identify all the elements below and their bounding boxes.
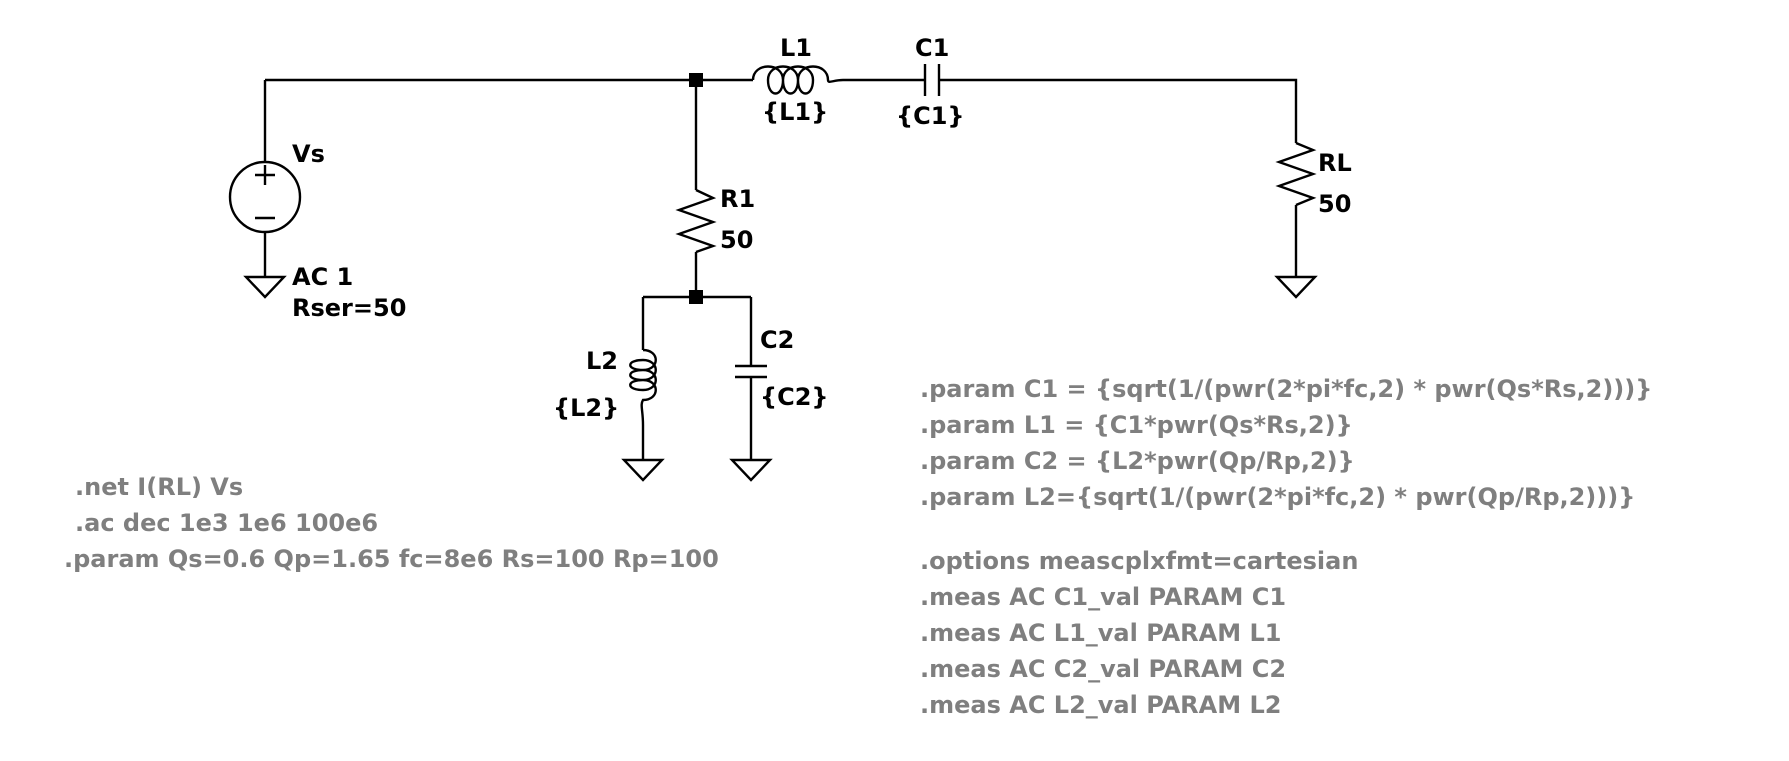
wires bbox=[263, 78, 1298, 460]
ground-icon bbox=[1274, 275, 1318, 299]
directive-line[interactable]: .options meascplxfmt=cartesian bbox=[920, 547, 1358, 575]
directive-line[interactable]: .meas AC L1_val PARAM L1 bbox=[920, 619, 1281, 647]
directive-line[interactable]: .param Qs=0.6 Qp=1.65 fc=8e6 Rs=100 Rp=1… bbox=[64, 545, 719, 573]
wire-top-right[interactable] bbox=[939, 78, 1298, 143]
c2-value-label: {C2} bbox=[760, 383, 828, 411]
voltage-source-vs[interactable] bbox=[228, 160, 302, 234]
directive-line[interactable]: .param L2={sqrt(1/(pwr(2*pi*fc,2) * pwr(… bbox=[920, 483, 1635, 511]
directive-line[interactable]: .ac dec 1e3 1e6 100e6 bbox=[75, 509, 378, 537]
directive-line[interactable]: .param C2 = {L2*pwr(Qp/Rp,2)} bbox=[920, 447, 1355, 475]
l2-value-label: {L2} bbox=[553, 394, 619, 422]
resistor-rl[interactable] bbox=[1275, 141, 1317, 207]
junction-dot-bottom bbox=[689, 290, 703, 304]
directive-line[interactable]: .param L1 = {C1*pwr(Qs*Rs,2)} bbox=[920, 411, 1353, 439]
vs-rser-label: Rser=50 bbox=[292, 294, 406, 322]
r1-name-label: R1 bbox=[720, 185, 755, 213]
inductor-l2[interactable] bbox=[629, 348, 657, 426]
ground-icon bbox=[621, 458, 665, 482]
directives-meas-block: .options meascplxfmt=cartesian .meas AC … bbox=[920, 547, 1358, 719]
c1-value-label: {C1} bbox=[896, 102, 964, 130]
junction-dot-top bbox=[689, 73, 703, 87]
ground-icon bbox=[243, 275, 287, 299]
l1-name-label: L1 bbox=[780, 34, 812, 62]
rl-name-label: RL bbox=[1318, 149, 1352, 177]
c2-name-label: C2 bbox=[760, 326, 794, 354]
source-circle bbox=[228, 160, 302, 234]
r1-value-label: 50 bbox=[720, 226, 753, 254]
c1-name-label: C1 bbox=[915, 34, 949, 62]
l1-value-label: {L1} bbox=[762, 98, 828, 126]
capacitor-c2[interactable] bbox=[735, 364, 767, 379]
vs-name-label: Vs bbox=[292, 140, 325, 168]
inductor-l1[interactable] bbox=[751, 65, 844, 95]
vs-value-label: AC 1 bbox=[292, 263, 353, 291]
directive-line[interactable]: .net I(RL) Vs bbox=[75, 473, 243, 501]
directives-left-block: .net I(RL) Vs .ac dec 1e3 1e6 100e6 .par… bbox=[64, 473, 719, 573]
plus-sign bbox=[255, 165, 275, 185]
capacitor-c1[interactable] bbox=[923, 64, 941, 96]
directives-params-block: .param C1 = {sqrt(1/(pwr(2*pi*fc,2) * pw… bbox=[920, 375, 1652, 511]
rl-value-label: 50 bbox=[1318, 190, 1351, 218]
l2-name-label: L2 bbox=[586, 347, 618, 375]
directive-line[interactable]: .meas AC C2_val PARAM C2 bbox=[920, 655, 1286, 683]
directive-line[interactable]: .param C1 = {sqrt(1/(pwr(2*pi*fc,2) * pw… bbox=[920, 375, 1652, 403]
resistor-r1[interactable] bbox=[675, 188, 717, 254]
directive-line[interactable]: .meas AC C1_val PARAM C1 bbox=[920, 583, 1286, 611]
ground-symbols bbox=[243, 275, 1318, 482]
directive-line[interactable]: .meas AC L2_val PARAM L2 bbox=[920, 691, 1281, 719]
ground-icon bbox=[729, 458, 773, 482]
